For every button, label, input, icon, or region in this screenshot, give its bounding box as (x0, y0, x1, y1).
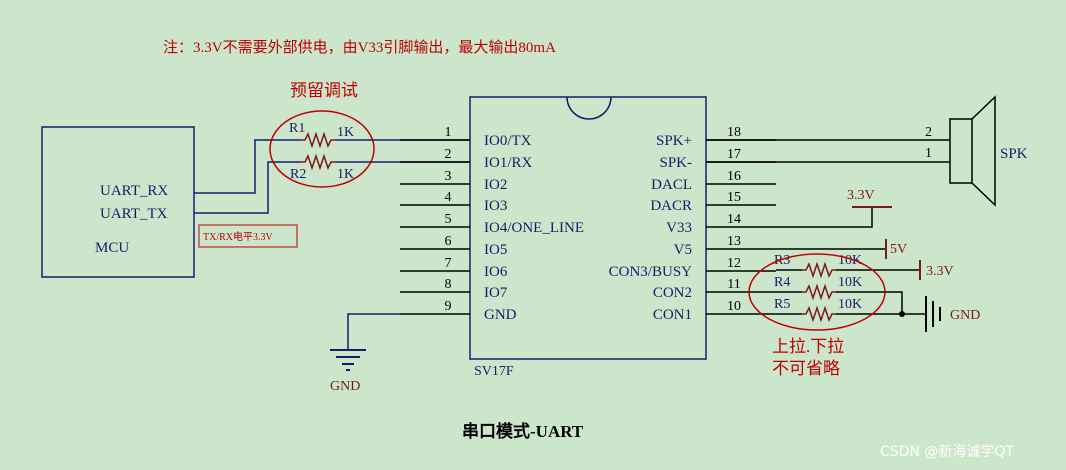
spk-pin-2: 2 (925, 125, 932, 140)
chip-left-pin-name: IO4/ONE_LINE (484, 220, 584, 236)
chip-body (469, 96, 707, 360)
wire-v33 (776, 207, 873, 228)
chip-left-pin-number: 6 (445, 234, 452, 249)
r2-name: R2 (290, 167, 306, 182)
mcu-pin-uart-tx: UART_TX (100, 206, 168, 222)
gnd-left-label: GND (330, 379, 360, 394)
chip-left-pin-name: GND (484, 307, 517, 323)
chip-left-pin-number: 7 (445, 256, 452, 271)
pullup-label: 3.3V (926, 264, 954, 279)
chip-left-pin-number: 4 (445, 190, 452, 205)
wire-gnd-left (347, 313, 400, 350)
diagram-title: 串口模式-UART (462, 421, 584, 441)
reserved-debug-label: 预留调试 (290, 81, 358, 100)
mcu-block (41, 126, 195, 278)
chip-right-pin-name: V5 (674, 242, 692, 258)
mcu-label: MCU (95, 240, 129, 256)
csdn-watermark: CSDN @新海诚学QT (880, 444, 1014, 460)
chip-left-pin-name: IO0/TX (484, 133, 532, 149)
r4-value: 10K (838, 275, 862, 290)
resistor-r4 (802, 283, 836, 301)
chip-left-pin-name: IO3 (484, 198, 507, 214)
chip-right-pin-number: 12 (727, 256, 741, 271)
chip-left-pin-number: 2 (445, 147, 452, 162)
chip-left-pin-number: 3 (445, 169, 452, 184)
r5-value: 10K (838, 297, 862, 312)
r1-name: R1 (289, 121, 305, 136)
r5-name: R5 (774, 297, 790, 312)
chip-name: SV17F (474, 364, 514, 379)
v5-label: 5V (890, 242, 907, 257)
chip-left-pin-number: 5 (445, 212, 452, 227)
r3-value: 10K (838, 253, 862, 268)
r1-value: 1K (337, 125, 354, 140)
chip-right-pin-name: CON1 (653, 307, 692, 323)
r3-name: R3 (774, 253, 790, 268)
resistor-r1 (300, 131, 336, 149)
chip-right-pin-name: DACL (651, 177, 692, 193)
chip-right-pin-name: CON3/BUSY (609, 264, 693, 280)
ground-symbol-right (925, 296, 941, 332)
txrx-level-box (198, 224, 298, 248)
chip-right-pin-name: SPK+ (656, 133, 692, 149)
mcu-pin-uart-rx: UART_RX (100, 183, 168, 199)
v33-label: 3.3V (847, 188, 875, 203)
resistor-r3 (802, 261, 836, 279)
power-note: 注：3.3V不需要外部供电，由V33引脚输出，最大输出80mA (163, 39, 556, 56)
speaker-symbol (949, 95, 996, 207)
chip-right-pin-number: 11 (727, 277, 740, 292)
chip-left-pin-name: IO2 (484, 177, 507, 193)
chip-right-pin-number: 14 (727, 212, 741, 227)
chip-right-pin-name: SPK- (659, 155, 692, 171)
pull-note-line2: 不可省略 (772, 359, 840, 378)
resistor-r5 (802, 305, 836, 323)
chip-right-pin-number: 16 (727, 169, 741, 184)
r2-value: 1K (337, 167, 354, 182)
spk-pin-1: 1 (925, 146, 932, 161)
r4-name: R4 (774, 275, 790, 290)
chip-left-pin-name: IO7 (484, 285, 508, 301)
ground-symbol-left (330, 349, 366, 371)
chip-right-pin-number: 15 (727, 190, 741, 205)
chip-right-pin-number: 13 (727, 234, 741, 249)
pull-resistor-ellipse (748, 253, 886, 331)
chip-left-pin-number: 9 (445, 299, 452, 314)
chip-notch (566, 96, 612, 120)
wire-uart-rx (194, 139, 300, 194)
spk-label: SPK (1000, 146, 1028, 162)
chip-right-pin-number: 18 (727, 125, 741, 140)
junction-dot (899, 311, 905, 317)
gnd-right-label: GND (950, 308, 980, 323)
chip-right-pin-name: V33 (666, 220, 692, 236)
chip-left-pin-name: IO1/RX (484, 155, 533, 171)
chip-left-pin-number: 1 (445, 125, 452, 140)
chip-left-pin-number: 8 (445, 277, 452, 292)
reserved-debug-ellipse (269, 110, 375, 188)
pull-note-line1: 上拉.下拉 (772, 337, 844, 356)
chip-left-pin-name: IO6 (484, 264, 508, 280)
wire-uart-tx (194, 161, 300, 214)
chip-left-pin-name: IO5 (484, 242, 507, 258)
chip-right-pin-number: 10 (727, 299, 741, 314)
chip-right-pin-number: 17 (727, 147, 741, 162)
txrx-level-label: TX/RX电平3.3V (203, 230, 273, 243)
chip-right-pin-name: DACR (650, 198, 692, 214)
chip-right-pin-name: CON2 (653, 285, 692, 301)
resistor-r2 (300, 153, 336, 171)
